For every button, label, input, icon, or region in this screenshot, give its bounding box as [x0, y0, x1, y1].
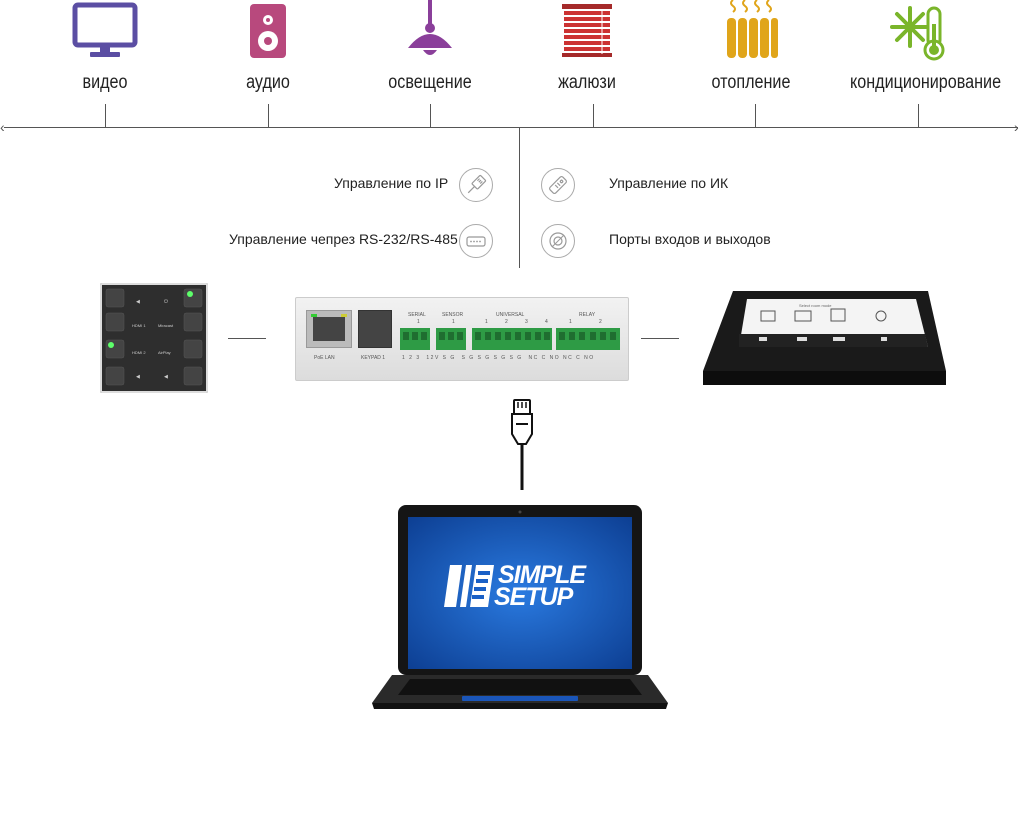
svg-text:◀: ◀	[136, 299, 140, 305]
feature-io-label: Порты входов и выходов	[609, 231, 771, 247]
serial-port-icon	[459, 224, 493, 258]
section-label-relay: RELAY	[579, 312, 596, 318]
svg-text:⏻: ⏻	[164, 299, 168, 305]
terminal-blocks	[400, 328, 620, 350]
pin-labels: 1 2 3 12V S G S G S G S G S G NC C NO NC…	[402, 355, 595, 361]
speaker-icon	[250, 4, 286, 58]
category-label: жалюзи	[558, 72, 616, 93]
touch-panel-title: Select room mode	[799, 303, 832, 308]
ethernet-plug-icon	[459, 168, 493, 202]
section-label-sensor: SENSOR	[442, 312, 464, 318]
section-label-serial: SERIAL	[408, 312, 426, 318]
feature-rs-label: Управление чепрез RS-232/RS-485	[229, 231, 458, 247]
ethernet-cable-icon	[511, 399, 533, 490]
radiator-icon	[727, 0, 778, 58]
controller-device: PoE LAN KEYPAD 1 SERIAL SENSOR UNIVERSAL…	[295, 297, 629, 381]
svg-text:◀: ◀	[136, 374, 140, 380]
axis-left-arrow: ‹	[0, 119, 5, 135]
axis-right-arrow: ›	[1014, 119, 1019, 135]
laptop-device: SIMPLE SETUP	[370, 503, 670, 713]
section-label-universal: UNIVERSAL	[496, 312, 525, 318]
keypad-label-hdmi1: HDMI 1	[132, 323, 146, 328]
ir-remote-icon	[541, 168, 575, 202]
axis-tick	[593, 104, 594, 128]
snowflake-thermometer-icon	[890, 6, 945, 61]
port-label-poe-lan: PoE LAN	[314, 355, 335, 361]
axis-tick	[268, 104, 269, 128]
section-num: 1	[485, 319, 488, 325]
keypad-label-hdmi2: HDMI 2	[132, 350, 146, 355]
axis-tick	[755, 104, 756, 128]
panel-connector-line	[641, 338, 679, 339]
section-num: 3	[525, 319, 528, 325]
keypad-device: ◀ ⏻ ◀ ◀ HDMI 1 Miracast HDMI 2 AirPlay	[100, 283, 208, 393]
center-divider	[519, 128, 520, 268]
section-num: 2	[505, 319, 508, 325]
keypad-port	[358, 310, 392, 348]
feature-ip-label: Управление по IP	[334, 175, 449, 191]
section-num: 4	[545, 319, 548, 325]
svg-text:◀: ◀	[164, 374, 168, 380]
axis-tick	[105, 104, 106, 128]
keypad-connector-line	[228, 338, 266, 339]
poe-lan-port	[306, 310, 352, 348]
io-port-icon	[541, 224, 575, 258]
feature-ir-label: Управление по ИК	[609, 175, 729, 191]
section-num: 1	[452, 319, 455, 325]
section-num: 1	[417, 319, 420, 325]
blinds-icon	[562, 4, 612, 57]
monitor-icon	[72, 2, 138, 57]
touch-panel-device: Select room mode	[703, 291, 946, 387]
keypad-label-airplay: AirPlay	[158, 350, 171, 355]
axis-tick	[918, 104, 919, 128]
keypad-buttons: ◀ ⏻ ◀ ◀	[102, 285, 206, 391]
category-label: видео	[82, 72, 128, 93]
timeline-axis	[4, 127, 1018, 128]
simple-setup-logo-line2: SETUP	[494, 583, 573, 611]
simple-setup-logo-line1: SIMPLE	[498, 561, 586, 589]
category-label: освещение	[388, 72, 472, 93]
axis-tick	[430, 104, 431, 128]
category-label: отопление	[711, 72, 791, 93]
ceiling-lamp-icon	[408, 0, 452, 55]
category-label: кондиционирование	[850, 72, 1002, 93]
section-num: 1	[569, 319, 572, 325]
section-num: 2	[599, 319, 602, 325]
category-label: аудио	[246, 72, 290, 93]
keypad-label-miracast: Miracast	[158, 323, 174, 328]
port-label-keypad: KEYPAD 1	[361, 355, 386, 361]
